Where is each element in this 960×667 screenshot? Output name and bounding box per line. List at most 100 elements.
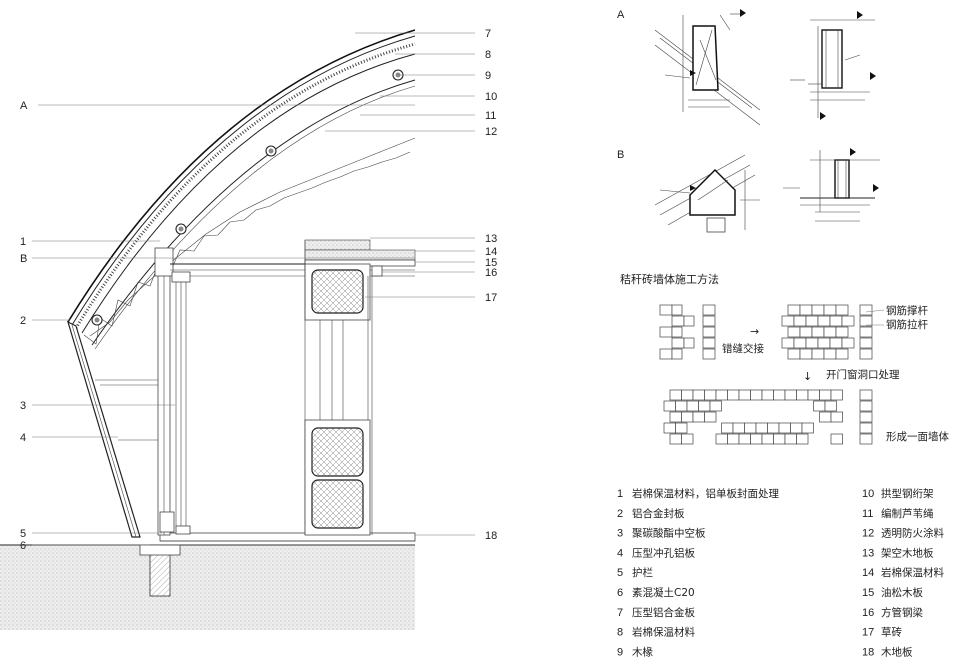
- callout-17: 17: [485, 292, 497, 304]
- legend-number: 14: [862, 567, 874, 579]
- legend-text: 素混凝土C20: [632, 586, 695, 599]
- brick-column: [859, 400, 873, 412]
- callout-14: 14: [485, 246, 497, 258]
- staggered-joint-label: 错缝交接: [722, 342, 764, 355]
- brick-column: [702, 348, 716, 360]
- brick: [778, 422, 791, 434]
- brick: [704, 389, 717, 401]
- legend-text: 压型铝合金板: [632, 606, 695, 619]
- brick: [659, 304, 673, 316]
- callout-4: 4: [20, 432, 26, 444]
- brick-column: [859, 411, 873, 423]
- legend-number: 8: [617, 627, 623, 639]
- callout-3: 3: [20, 400, 26, 412]
- legend-number: 17: [862, 627, 874, 639]
- brick: [823, 348, 837, 360]
- detail-b: B: [617, 148, 880, 233]
- ground: [0, 544, 415, 630]
- brick: [817, 337, 831, 349]
- brick-column: [702, 326, 716, 338]
- brick: [692, 389, 705, 401]
- legend-number: 3: [617, 528, 623, 540]
- brick: [819, 411, 832, 423]
- brick: [681, 433, 694, 445]
- brick: [761, 433, 774, 445]
- legend-text: 拱型钢绗架: [881, 487, 934, 500]
- callout-15: 15: [485, 257, 497, 269]
- brick: [669, 433, 682, 445]
- brick-column: [859, 337, 873, 349]
- legend-text: 聚碳酸酯中空板: [632, 527, 706, 540]
- brick: [793, 337, 807, 349]
- callout-13: 13: [485, 233, 497, 245]
- brick: [671, 337, 685, 349]
- brick: [841, 315, 855, 327]
- brick: [830, 389, 843, 401]
- legend-text: 木地板: [881, 645, 913, 658]
- section-label-a: A: [20, 100, 28, 112]
- brick: [767, 422, 780, 434]
- brick: [773, 389, 786, 401]
- brick: [781, 337, 795, 349]
- brick: [829, 337, 843, 349]
- brick: [675, 422, 688, 434]
- arrow-down-glyph: ↓: [803, 370, 812, 383]
- legend-text: 油松木板: [881, 586, 923, 599]
- legend-text: 草砖: [881, 626, 902, 639]
- brick: [796, 389, 809, 401]
- arrow-right-glyph: →: [750, 325, 759, 338]
- brick-column: [859, 422, 873, 434]
- brick: [787, 326, 801, 338]
- brick: [817, 315, 831, 327]
- brick-column: [859, 348, 873, 360]
- callout-5: 5: [20, 528, 26, 540]
- brick: [755, 422, 768, 434]
- brick: [738, 389, 751, 401]
- brick: [727, 389, 740, 401]
- brick: [671, 315, 685, 327]
- brick: [796, 433, 809, 445]
- brick: [683, 315, 695, 327]
- legend-number: 2: [617, 508, 623, 520]
- brick: [813, 400, 826, 412]
- brick: [669, 389, 682, 401]
- brick: [781, 315, 795, 327]
- legend-number: 5: [617, 567, 623, 579]
- legend-text: 编制芦苇绳: [881, 507, 934, 520]
- straw-wall: [304, 239, 416, 536]
- brick: [738, 433, 751, 445]
- callout-10: 10: [485, 91, 497, 103]
- legend-text: 压型冲孔铝板: [632, 546, 695, 559]
- brick: [811, 304, 825, 316]
- brick-column: [859, 315, 873, 327]
- brick: [683, 337, 695, 349]
- roof-arch: [67, 29, 416, 350]
- brick: [659, 348, 673, 360]
- detail-label-b: B: [617, 149, 624, 161]
- brick: [830, 433, 843, 445]
- legend-number: 9: [617, 646, 623, 658]
- brick: [773, 433, 786, 445]
- legend-number: 18: [862, 646, 874, 658]
- brick: [744, 422, 757, 434]
- brick: [732, 422, 745, 434]
- brick: [790, 422, 803, 434]
- legend-number: 7: [617, 607, 623, 619]
- legend-text: 架空木地板: [881, 546, 934, 559]
- brick: [811, 348, 825, 360]
- eave-panel: [67, 320, 141, 538]
- callout-2: 2: [20, 315, 26, 327]
- legend-text: 铝合金封板: [632, 507, 685, 520]
- legend-text: 岩棉保温材料: [881, 566, 944, 579]
- brick: [704, 411, 717, 423]
- brick: [823, 326, 837, 338]
- brick: [830, 411, 843, 423]
- callout-6: 6: [20, 540, 26, 552]
- callout-18: 18: [485, 530, 497, 542]
- brick: [784, 433, 797, 445]
- brick: [787, 304, 801, 316]
- detail-a: A: [617, 9, 876, 126]
- callout-1: 1: [20, 236, 26, 248]
- brick: [675, 400, 688, 412]
